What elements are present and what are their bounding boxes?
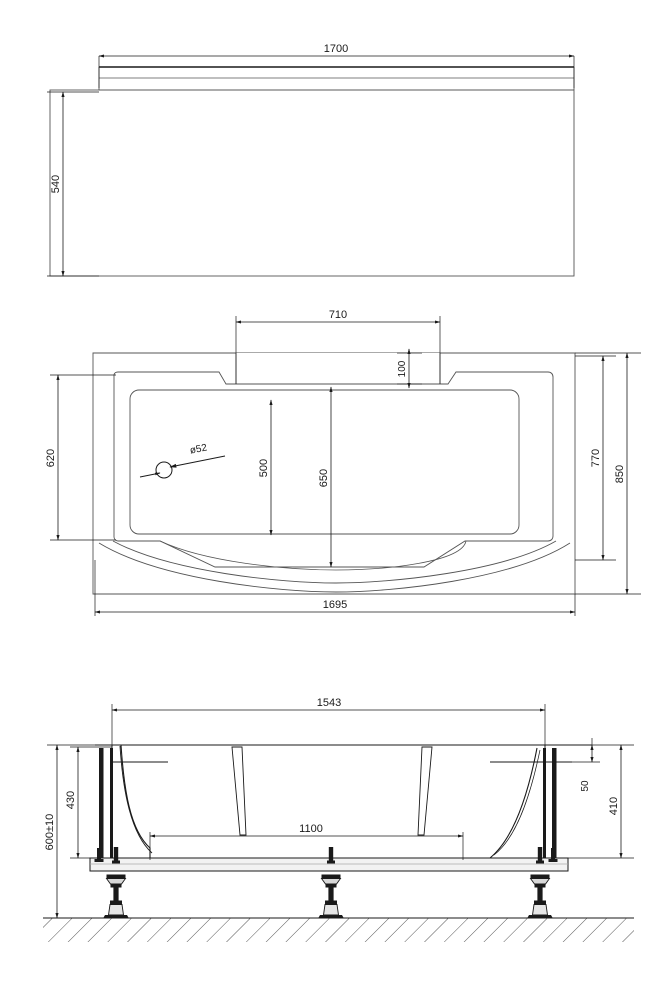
dim-label-1700: 1700: [324, 43, 348, 55]
section-frame-posts: [99, 748, 557, 860]
dim-label-1695: 1695: [323, 599, 347, 611]
dimension-bowl-depth-650: 650: [318, 386, 333, 568]
dim-label-1543: 1543: [317, 697, 341, 709]
drain-hole-callout: ø52: [139, 442, 226, 479]
dim-label-100: 100: [397, 360, 408, 377]
dim-label-620: 620: [45, 449, 57, 467]
dim-label-850: 850: [614, 465, 626, 483]
dimension-section-body-height: 410: [556, 744, 634, 859]
dim-label-diameter-52: ø52: [189, 442, 208, 456]
section-rim: [95, 744, 592, 763]
plan-bowl-floor: [129, 389, 520, 535]
dim-label-50: 50: [580, 780, 591, 792]
section-tub-profile: [119, 744, 541, 859]
dimension-inner-left-depth: 620: [45, 374, 116, 541]
dimension-bowl-depth-500: 500: [258, 399, 273, 536]
front-elevation-view: 1700 540: [47, 43, 575, 277]
dimension-section-rim-thickness: 50: [572, 738, 600, 792]
dimension-inner-right-depth: 770: [575, 355, 616, 561]
plan-view: ø52 710 100 620 500: [45, 309, 641, 616]
dim-label-540: 540: [50, 175, 62, 193]
section-base-frame: [89, 857, 569, 872]
dimension-outer-depth: 850: [575, 352, 641, 595]
section-rail-bolts: [94, 848, 558, 862]
dim-label-1100: 1100: [299, 823, 323, 835]
floor-hatching: [43, 917, 634, 942]
drain-hole-icon: [155, 461, 173, 479]
dim-label-410: 410: [608, 797, 620, 815]
dim-label-710: 710: [329, 309, 347, 321]
dimension-front-height: 540: [47, 91, 99, 277]
front-elevation-outline: [49, 66, 575, 277]
dimension-front-width: 1700: [98, 43, 575, 88]
dim-label-770: 770: [590, 449, 602, 467]
section-internal-ribs: [231, 746, 433, 836]
plan-front-curves: [98, 540, 571, 593]
dimension-section-bowl-depth: 430: [65, 746, 150, 859]
dimension-headrest-depth: 100: [397, 348, 422, 389]
dimension-headrest-width: 710: [235, 309, 441, 384]
section-view: 1543 1100 430 600±10 50: [43, 697, 634, 942]
dimension-section-rim-span: 1543: [111, 697, 546, 750]
dim-label-430: 430: [65, 791, 77, 809]
dimension-section-total-height: 600±10: [44, 744, 99, 919]
dim-label-500: 500: [258, 459, 270, 477]
dim-label-600-plus-minus-10: 600±10: [44, 814, 56, 851]
dim-label-650: 650: [318, 469, 330, 487]
dimension-section-frame-span: 1100: [149, 823, 464, 860]
dimension-plan-overall-length: 1695: [94, 560, 576, 616]
